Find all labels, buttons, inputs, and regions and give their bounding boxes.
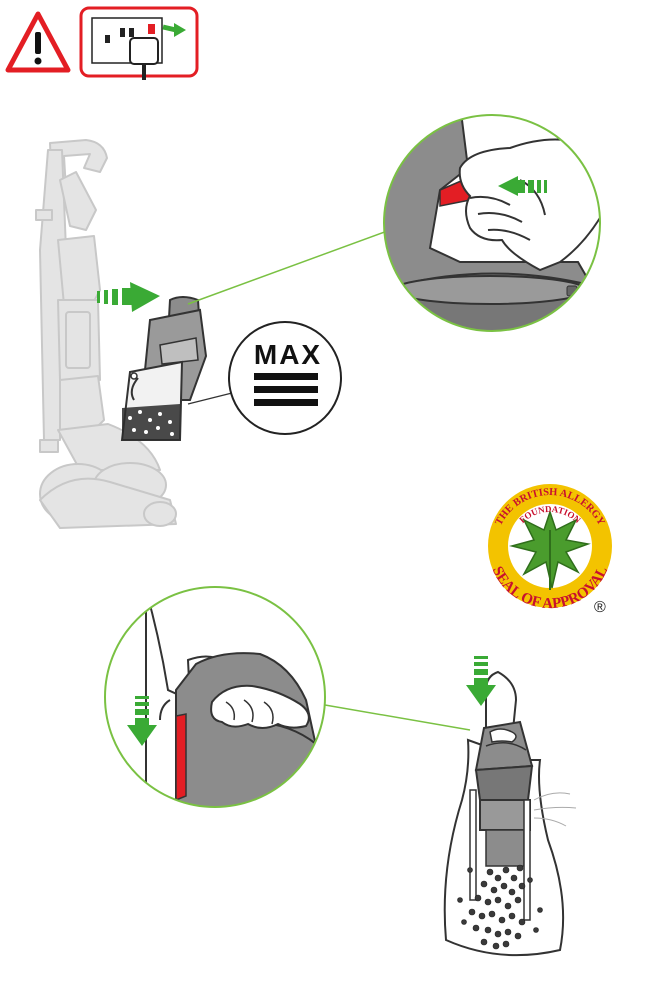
max-line xyxy=(254,386,318,393)
bin-in-bag-illustration xyxy=(445,656,576,955)
max-fill-indicator: MAX xyxy=(188,322,341,434)
zoom-connector-line xyxy=(325,705,470,730)
bin-release-zoom xyxy=(384,100,610,340)
allergy-seal-logo: THE BRITISH ALLERGY FOUNDATION SEAL OF A… xyxy=(488,484,612,616)
max-label: MAX xyxy=(254,339,322,370)
unplug-plug-icon xyxy=(81,8,197,80)
registered-mark: ® xyxy=(594,599,606,616)
clear-bin-illustration xyxy=(122,297,206,440)
bin-empty-zoom xyxy=(105,587,330,810)
zoom-connector-line xyxy=(188,230,390,304)
remove-bin-arrow-icon xyxy=(97,282,160,312)
max-line xyxy=(254,399,318,406)
warning-triangle-icon xyxy=(8,14,68,70)
max-line xyxy=(254,373,318,380)
